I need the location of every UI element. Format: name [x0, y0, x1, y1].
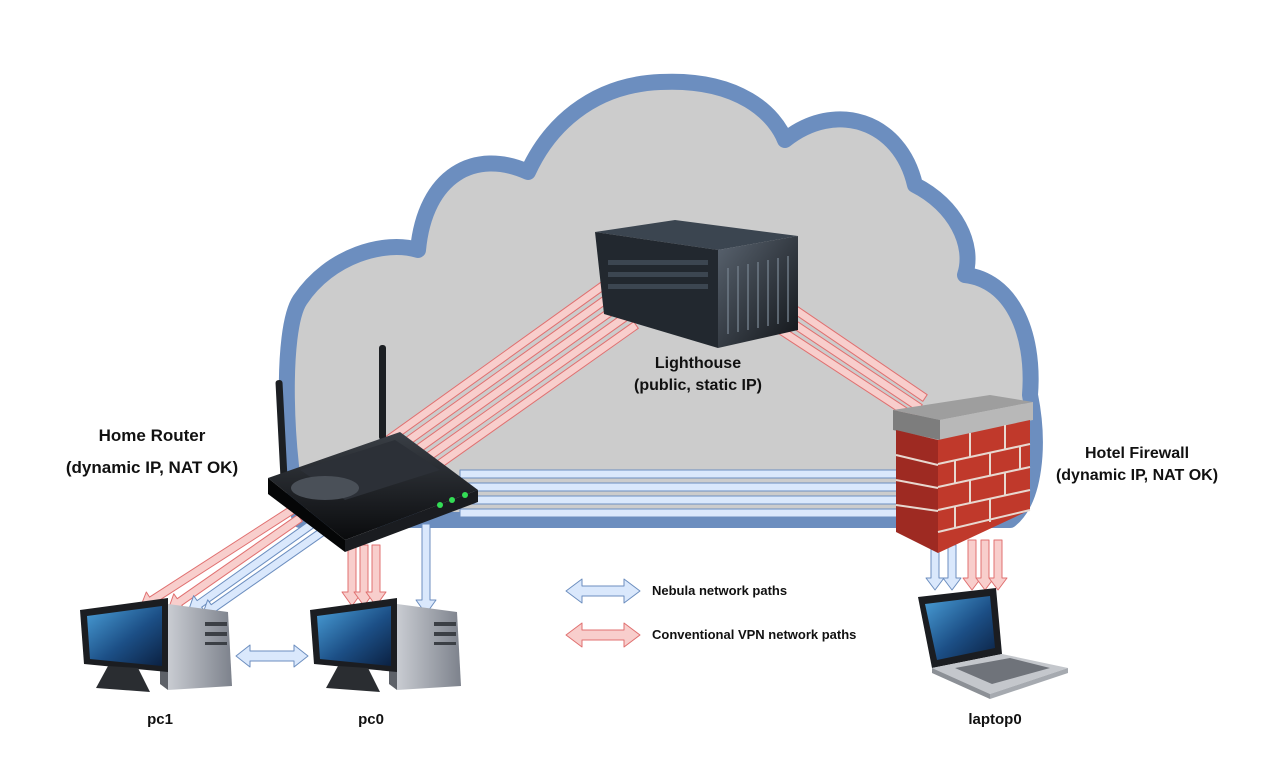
pc0-label: pc0 — [358, 711, 384, 728]
vpn-path-router-pc0-1 — [341, 544, 363, 607]
vpn-path-router-pc0-3 — [365, 544, 387, 607]
nebula-path-router-firewall-4 — [459, 508, 899, 518]
nebula-path-firewall-laptop0-1 — [925, 544, 945, 591]
home-router-icon — [268, 345, 478, 552]
pc0-computer-icon — [310, 598, 461, 692]
nebula-path-router-firewall-3 — [459, 495, 899, 505]
legend-nebula-arrow — [565, 578, 641, 604]
lighthouse-label-line1: Lighthouse — [654, 355, 742, 372]
lighthouse-label-line2: (public, static IP) — [633, 376, 762, 394]
nebula-path-router-firewall-2 — [459, 482, 899, 492]
lighthouse-server-icon — [595, 220, 798, 348]
nebula-path-pc1-pc0 — [235, 644, 309, 668]
laptop0-label: laptop0 — [968, 711, 1022, 728]
nebula-path-firewall-laptop0-2 — [942, 544, 962, 591]
hotel-firewall-label-line1: Hotel Firewall — [1084, 445, 1190, 462]
vpn-path-firewall-laptop0-3 — [988, 539, 1008, 591]
pc1-computer-icon — [80, 598, 232, 692]
legend-conventional-arrow — [565, 622, 641, 648]
legend-conventional-label: Conventional VPN network paths — [652, 627, 857, 642]
nebula-path-router-firewall-1 — [459, 469, 899, 479]
hotel-firewall-label: Hotel Firewall (dynamic IP, NAT OK) — [1032, 443, 1242, 486]
home-router-label: Home Router (dynamic IP, NAT OK) — [32, 420, 272, 485]
pc1-label: pc1 — [147, 711, 173, 728]
home-router-label-line1: Home Router — [98, 426, 206, 445]
hotel-firewall-icon — [893, 395, 1033, 553]
lighthouse-label: Lighthouse (public, static IP) — [598, 353, 798, 396]
laptop0-icon — [918, 588, 1068, 699]
legend-nebula-label: Nebula network paths — [652, 583, 788, 598]
home-router-label-line2: (dynamic IP, NAT OK) — [65, 458, 239, 478]
vpn-path-router-pc0-2 — [353, 544, 375, 607]
vpn-path-firewall-laptop0-1 — [962, 539, 982, 591]
nebula-path-router-pc0 — [415, 523, 437, 615]
vpn-path-firewall-laptop0-2 — [975, 539, 995, 591]
hotel-firewall-label-line2: (dynamic IP, NAT OK) — [1055, 466, 1219, 484]
